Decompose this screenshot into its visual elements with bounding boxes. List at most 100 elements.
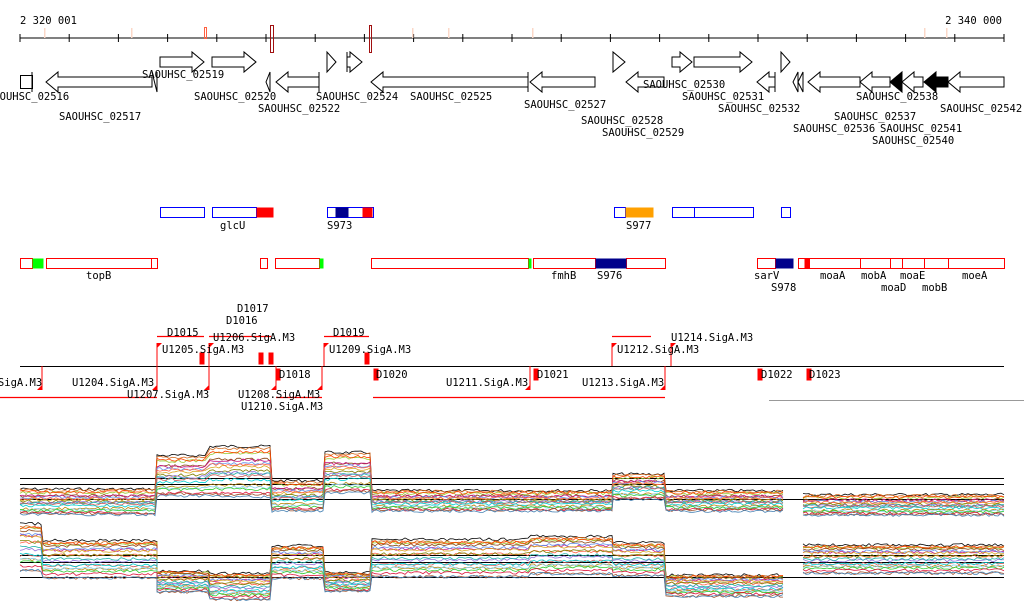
forward-annotation-box[interactable] (614, 207, 626, 218)
reverse-annotation-box[interactable] (275, 258, 320, 269)
forward-annotation-box[interactable] (212, 207, 257, 218)
annotation-fill[interactable] (595, 258, 627, 269)
gene-arrow[interactable] (326, 50, 337, 74)
gene-arrow[interactable] (625, 70, 665, 94)
gene-arrow[interactable] (792, 71, 799, 93)
gene-label[interactable]: SAOUHSC_02529 (602, 127, 684, 139)
gene-label[interactable]: SAOUHSC_02532 (718, 103, 800, 115)
forward-annotation-box[interactable] (694, 207, 754, 218)
annotation-label[interactable]: mobA (861, 270, 887, 282)
reverse-annotation-box[interactable] (20, 258, 33, 269)
regulon-label[interactable]: U1211.SigA.M3 (446, 377, 528, 389)
annotation-fill[interactable] (775, 258, 794, 269)
annotation-fill[interactable] (804, 258, 810, 269)
gene-arrow[interactable] (859, 70, 891, 94)
annotation-label[interactable]: moaD (881, 282, 906, 294)
annotation-label[interactable]: moaA (820, 270, 846, 282)
reverse-annotation-box[interactable] (757, 258, 776, 269)
breakpoint-label[interactable]: D1023 (809, 369, 841, 381)
gene-arrow[interactable] (923, 70, 949, 94)
reverse-annotation-box[interactable] (902, 258, 925, 269)
breakpoint-block[interactable] (199, 352, 205, 365)
gene-label[interactable]: SAOUHSC_02536 (793, 123, 875, 135)
annotation-fill[interactable] (319, 258, 324, 269)
regulon-label[interactable]: U1212.SigA.M3 (617, 344, 699, 356)
reverse-annotation-box[interactable] (371, 258, 529, 269)
annotation-label[interactable]: moeA (962, 270, 988, 282)
breakpoint-label[interactable]: D1020 (376, 369, 408, 381)
breakpoint-label[interactable]: D1019 (333, 327, 365, 339)
regulon-label[interactable]: U1207.SigA.M3 (127, 389, 209, 401)
breakpoint-block[interactable] (268, 352, 274, 365)
gene-arrow[interactable] (346, 50, 363, 74)
gene-arrow[interactable] (693, 50, 753, 74)
annotation-label[interactable]: glcU (220, 220, 245, 232)
gene-arrow[interactable] (797, 71, 804, 93)
regulon-label[interactable]: U1208.SigA.M3 (238, 389, 320, 401)
gene-label[interactable]: SAOUHSC_02541 (880, 123, 962, 135)
annotation-label[interactable]: fmhB (551, 270, 576, 282)
gene-arrow[interactable] (901, 70, 924, 94)
gene-arrow[interactable] (211, 50, 257, 74)
gene-label[interactable]: SAOUHSC_02525 (410, 91, 492, 103)
annotation-label[interactable]: S978 (771, 282, 796, 294)
gene-label[interactable]: SAOUHSC_02528 (581, 115, 663, 127)
annotation-label[interactable]: S976 (597, 270, 622, 282)
regulon-label[interactable]: U1209.SigA.M3 (329, 344, 411, 356)
gene-label[interactable]: SAOUHSC_02531 (682, 91, 764, 103)
breakpoint-block[interactable] (757, 368, 763, 381)
gene-label[interactable]: SAOUHSC_02537 (834, 111, 916, 123)
gene-label[interactable]: SAOUHSC_02519 (142, 69, 224, 81)
gene-arrow[interactable] (265, 71, 271, 93)
gene-label[interactable]: SAOUHSC_02527 (524, 99, 606, 111)
gene-arrow[interactable] (807, 70, 861, 94)
annotation-fill[interactable] (528, 258, 532, 269)
gene-arrow[interactable] (947, 70, 1005, 94)
annotation-fill[interactable] (362, 207, 373, 218)
reverse-annotation-box[interactable] (924, 258, 949, 269)
gene-label[interactable]: SAOUHSC_02520 (194, 91, 276, 103)
gene-arrow[interactable] (889, 70, 903, 94)
regulon-label[interactable]: U1214.SigA.M3 (671, 332, 753, 344)
breakpoint-label[interactable]: D1022 (761, 369, 793, 381)
breakpoint-block[interactable] (258, 352, 264, 365)
breakpoint-label[interactable]: D1015 (167, 327, 199, 339)
gene-arrow[interactable] (370, 70, 529, 94)
regulon-label[interactable]: U1206.SigA.M3 (213, 332, 295, 344)
gene-arrow[interactable] (529, 70, 596, 94)
reverse-annotation-box[interactable] (860, 258, 891, 269)
reverse-annotation-box[interactable] (948, 258, 1005, 269)
gene-arrow[interactable] (756, 70, 776, 94)
breakpoint-label[interactable]: D1017 (237, 303, 269, 315)
forward-annotation-box[interactable] (672, 207, 695, 218)
reverse-annotation-box[interactable] (151, 258, 158, 269)
gene-arrow[interactable] (159, 50, 205, 74)
gene-label[interactable]: SAOUHSC_02542 (940, 103, 1022, 115)
breakpoint-label[interactable]: D1021 (537, 369, 569, 381)
gene-arrow[interactable] (275, 70, 320, 94)
annotation-label[interactable]: mobB (922, 282, 947, 294)
breakpoint-label[interactable]: D1018 (279, 369, 311, 381)
reverse-annotation-box[interactable] (260, 258, 268, 269)
annotation-label[interactable]: moaE (900, 270, 925, 282)
gene-label[interactable]: SAOUHSC_02538 (856, 91, 938, 103)
breakpoint-block[interactable] (533, 368, 539, 381)
gene-arrow[interactable] (671, 50, 693, 74)
forward-annotation-box[interactable] (160, 207, 205, 218)
gene-label[interactable]: SAOUHSC_02517 (59, 111, 141, 123)
regulon-label[interactable]: U1203.SigA.M3 (0, 377, 42, 389)
reverse-annotation-box[interactable] (533, 258, 596, 269)
regulon-label[interactable]: U1210.SigA.M3 (241, 401, 323, 413)
annotation-fill[interactable] (256, 207, 274, 218)
gene-label[interactable]: SAOUHSC_02540 (872, 135, 954, 147)
regulon-label[interactable]: U1205.SigA.M3 (162, 344, 244, 356)
gene-label[interactable]: SAOUHSC_02530 (643, 79, 725, 91)
breakpoint-block[interactable] (364, 352, 370, 365)
annotation-fill[interactable] (625, 207, 654, 218)
reverse-annotation-box[interactable] (46, 258, 153, 269)
reverse-annotation-box[interactable] (890, 258, 903, 269)
annotation-fill[interactable] (335, 207, 349, 218)
annotation-label[interactable]: S977 (626, 220, 651, 232)
breakpoint-block[interactable] (806, 368, 812, 381)
